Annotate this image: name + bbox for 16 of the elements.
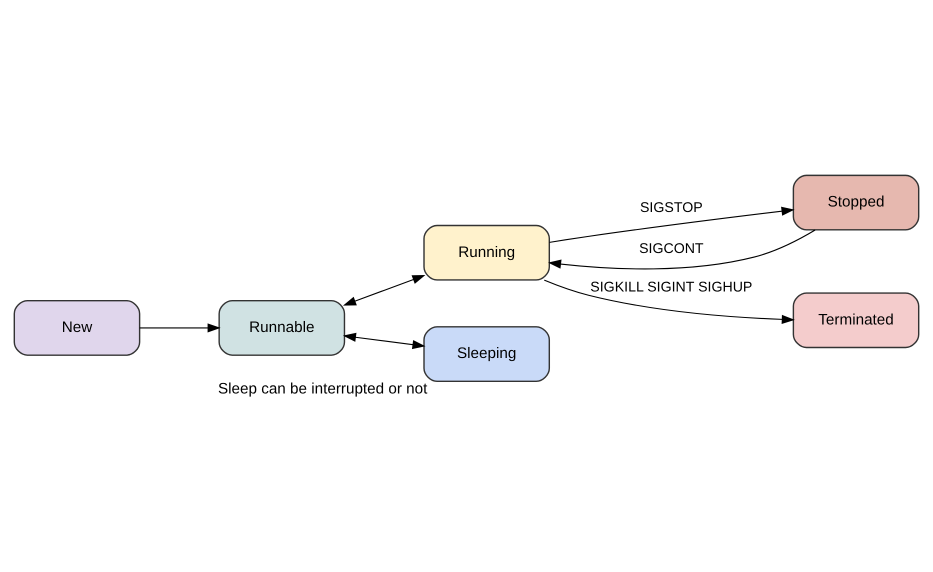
node-box: Runnable <box>218 299 346 356</box>
arrow <box>549 206 795 242</box>
edge-label: SIGCONT <box>639 240 704 257</box>
node-box: Sleeping <box>423 326 550 382</box>
node-box: Stopped <box>792 174 920 230</box>
arrow <box>140 322 221 332</box>
arrow <box>544 279 795 324</box>
arrow <box>548 229 816 269</box>
edge-label: SIGSTOP <box>640 199 703 216</box>
edge-label: SIGKILL SIGINT SIGHUP <box>590 278 752 295</box>
node-box: Terminated <box>792 292 920 348</box>
arrow <box>342 274 426 306</box>
arrow <box>342 332 426 349</box>
node-label: Sleep can be interrupted or not <box>218 380 428 397</box>
node-box: Running <box>423 224 550 280</box>
node-box: New <box>14 299 140 356</box>
